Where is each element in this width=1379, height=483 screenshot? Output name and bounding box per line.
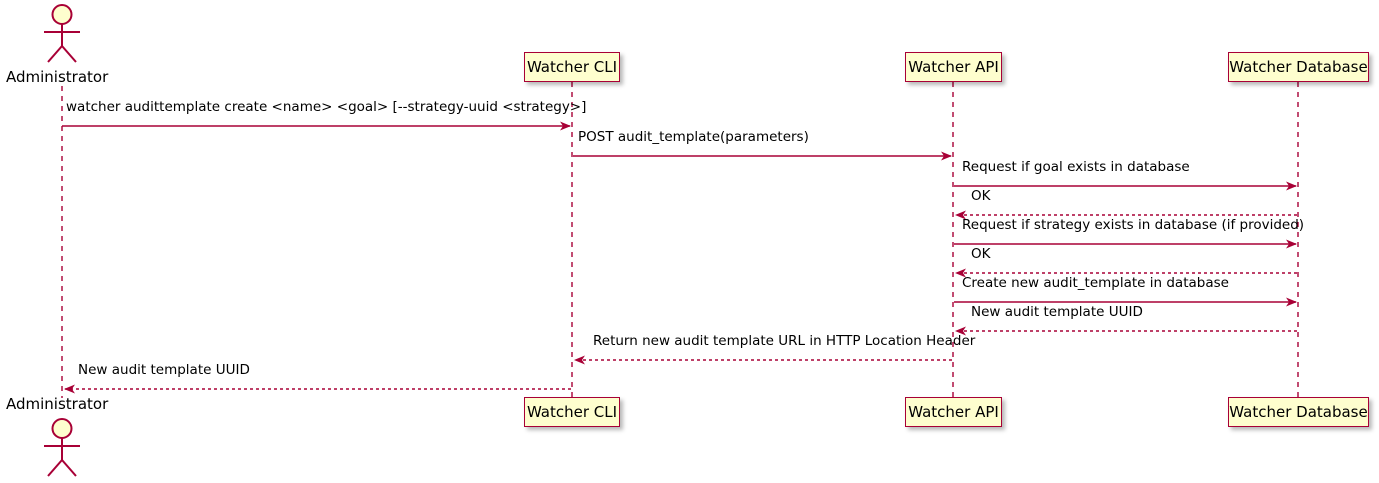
message-text: Return new audit template URL in HTTP Lo… — [593, 333, 976, 349]
message-text: POST audit_template(parameters) — [578, 129, 809, 145]
actor-administrator-top — [44, 4, 80, 63]
participant-label: Watcher Database — [1229, 402, 1368, 421]
message-text: New audit template UUID — [971, 304, 1143, 320]
participant-label: Watcher API — [908, 402, 999, 421]
participant-watcher-api-bottom[interactable]: Watcher API — [905, 397, 1002, 427]
participant-label: Watcher Database — [1229, 57, 1368, 76]
message-label-4: OK — [971, 188, 991, 204]
actor-administrator-bottom — [44, 418, 80, 477]
participant-watcher-db-bottom[interactable]: Watcher Database — [1228, 397, 1369, 427]
actor-label-administrator-top: Administrator — [6, 70, 108, 85]
message-label-10: New audit template UUID — [78, 362, 250, 378]
message-text: OK — [971, 246, 991, 262]
message-text: New audit template UUID — [78, 362, 250, 378]
actor-head-icon — [51, 4, 73, 25]
message-text: Create new audit_template in database — [962, 275, 1229, 291]
message-text: OK — [971, 188, 991, 204]
participant-watcher-api-top[interactable]: Watcher API — [905, 52, 1002, 82]
actor-head-icon — [51, 418, 73, 439]
message-text: Request if strategy exists in database (… — [962, 217, 1305, 233]
actor-leg-left — [47, 45, 63, 63]
message-label-7: Create new audit_template in database — [962, 275, 1229, 291]
message-label-8: New audit template UUID — [971, 304, 1143, 320]
participant-label: Watcher API — [908, 57, 999, 76]
message-label-5: Request if strategy exists in database (… — [962, 217, 1305, 233]
participant-label: Watcher CLI — [526, 57, 618, 76]
message-label-6: OK — [971, 246, 991, 262]
message-label-2: POST audit_template(parameters) — [578, 129, 809, 145]
participant-watcher-cli-bottom[interactable]: Watcher CLI — [524, 397, 620, 427]
message-label-1: watcher audittemplate create <name> <goa… — [66, 99, 587, 115]
message-text: watcher audittemplate create <name> <goa… — [66, 99, 587, 115]
message-label-9: Return new audit template URL in HTTP Lo… — [593, 333, 976, 349]
actor-label-text: Administrator — [6, 395, 109, 413]
message-label-3: Request if goal exists in database — [962, 159, 1190, 175]
participant-label: Watcher CLI — [526, 402, 618, 421]
actor-label-text: Administrator — [6, 68, 109, 86]
actor-label-administrator-bottom: Administrator — [6, 397, 108, 412]
actor-leg-right — [61, 45, 77, 63]
actor-leg-right — [61, 459, 77, 477]
lifelines — [61, 82, 1299, 398]
message-text: Request if goal exists in database — [962, 159, 1190, 175]
participant-watcher-db-top[interactable]: Watcher Database — [1228, 52, 1369, 82]
actor-leg-left — [47, 459, 63, 477]
participant-watcher-cli-top[interactable]: Watcher CLI — [524, 52, 620, 82]
message-arrows — [62, 121, 1297, 394]
